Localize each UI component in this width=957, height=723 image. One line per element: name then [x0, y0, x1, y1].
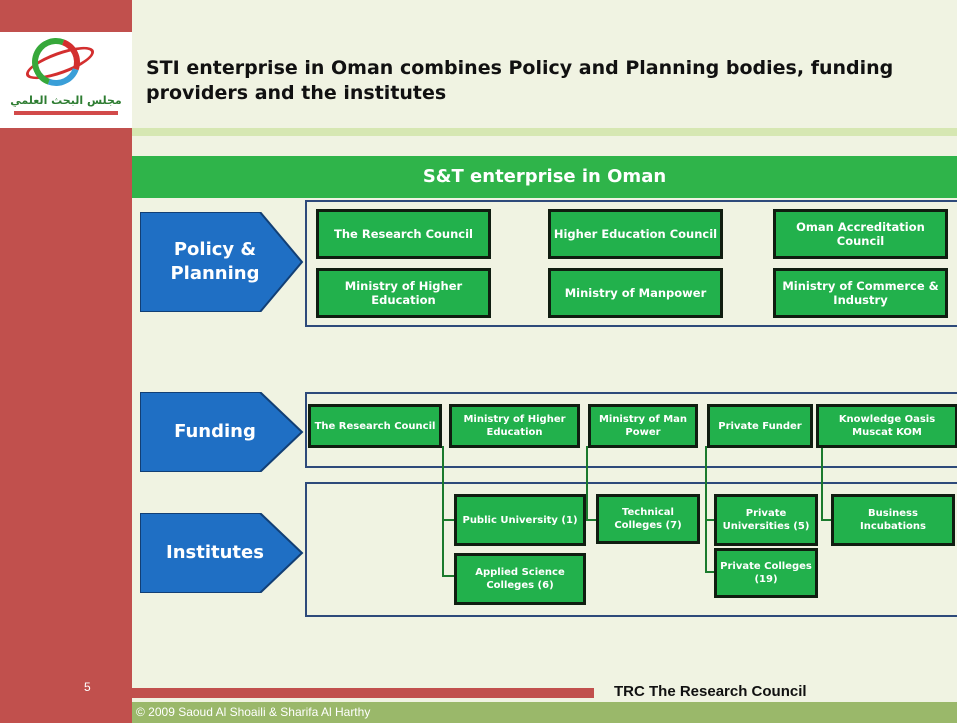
institutes-arrow: Institutes	[140, 513, 304, 593]
institutes-panel	[305, 482, 957, 617]
institute-box-private-universities: Private Universities (5)	[714, 494, 818, 546]
connector-line	[705, 446, 707, 572]
copyright-text: © 2009 Saoud Al Shoaili & Sharifa Al Har…	[136, 705, 371, 719]
institutes-label: Institutes	[166, 542, 264, 563]
footer-rule	[132, 688, 594, 698]
institute-box-technical-colleges: Technical Colleges (7)	[596, 494, 700, 544]
institute-box-business-incubations: Business Incubations	[831, 494, 955, 546]
connector-line	[586, 519, 596, 521]
page-number: 5	[84, 680, 91, 694]
connector-line	[821, 519, 831, 521]
institute-box-applied-science-colleges: Applied Science Colleges (6)	[454, 553, 586, 605]
connector-line	[442, 519, 454, 521]
policy-box-ministry-commerce-industry: Ministry of Commerce & Industry	[773, 268, 948, 318]
funding-box-ministry-man-power: Ministry of Man Power	[588, 404, 698, 448]
funding-box-research-council: The Research Council	[308, 404, 442, 448]
policy-panel	[305, 200, 957, 327]
funding-box-ministry-higher-education: Ministry of Higher Education	[449, 404, 580, 448]
funding-box-private-funder: Private Funder	[707, 404, 813, 448]
policy-box-oman-accreditation-council: Oman Accreditation Council	[773, 209, 948, 259]
copyright-bar: © 2009 Saoud Al Shoaili & Sharifa Al Har…	[132, 702, 957, 723]
connector-line	[442, 575, 454, 577]
footer-organization: TRC The Research Council	[614, 683, 807, 700]
connector-line	[821, 426, 823, 520]
logo-arabic-text: مجلس البحث العلمي	[10, 94, 122, 107]
title-divider	[132, 128, 957, 136]
connector-line	[705, 519, 714, 521]
logo: مجلس البحث العلمي	[0, 30, 132, 128]
connector-line	[705, 571, 714, 573]
connector-line	[442, 446, 444, 576]
funding-label: Funding	[174, 421, 256, 442]
connector-line	[586, 446, 588, 520]
policy-box-ministry-manpower: Ministry of Manpower	[548, 268, 723, 318]
policy-box-higher-education-council: Higher Education Council	[548, 209, 723, 259]
logo-emblem	[24, 30, 88, 94]
policy-arrow: Policy & Planning	[140, 212, 304, 312]
institute-box-private-colleges: Private Colleges (19)	[714, 548, 818, 598]
funding-panel	[305, 392, 957, 468]
diagram-banner: S&T enterprise in Oman	[132, 156, 957, 198]
institute-box-public-university: Public University (1)	[454, 494, 586, 546]
logo-underline	[14, 111, 118, 115]
funding-arrow: Funding	[140, 392, 304, 472]
policy-box-ministry-higher-education: Ministry of Higher Education	[316, 268, 491, 318]
policy-label: Policy & Planning	[170, 239, 260, 284]
funding-box-knowledge-oasis-muscat: Knowledge Oasis Muscat KOM	[816, 404, 957, 448]
slide-title: STI enterprise in Oman combines Policy a…	[146, 57, 894, 104]
policy-box-research-council: The Research Council	[316, 209, 491, 259]
